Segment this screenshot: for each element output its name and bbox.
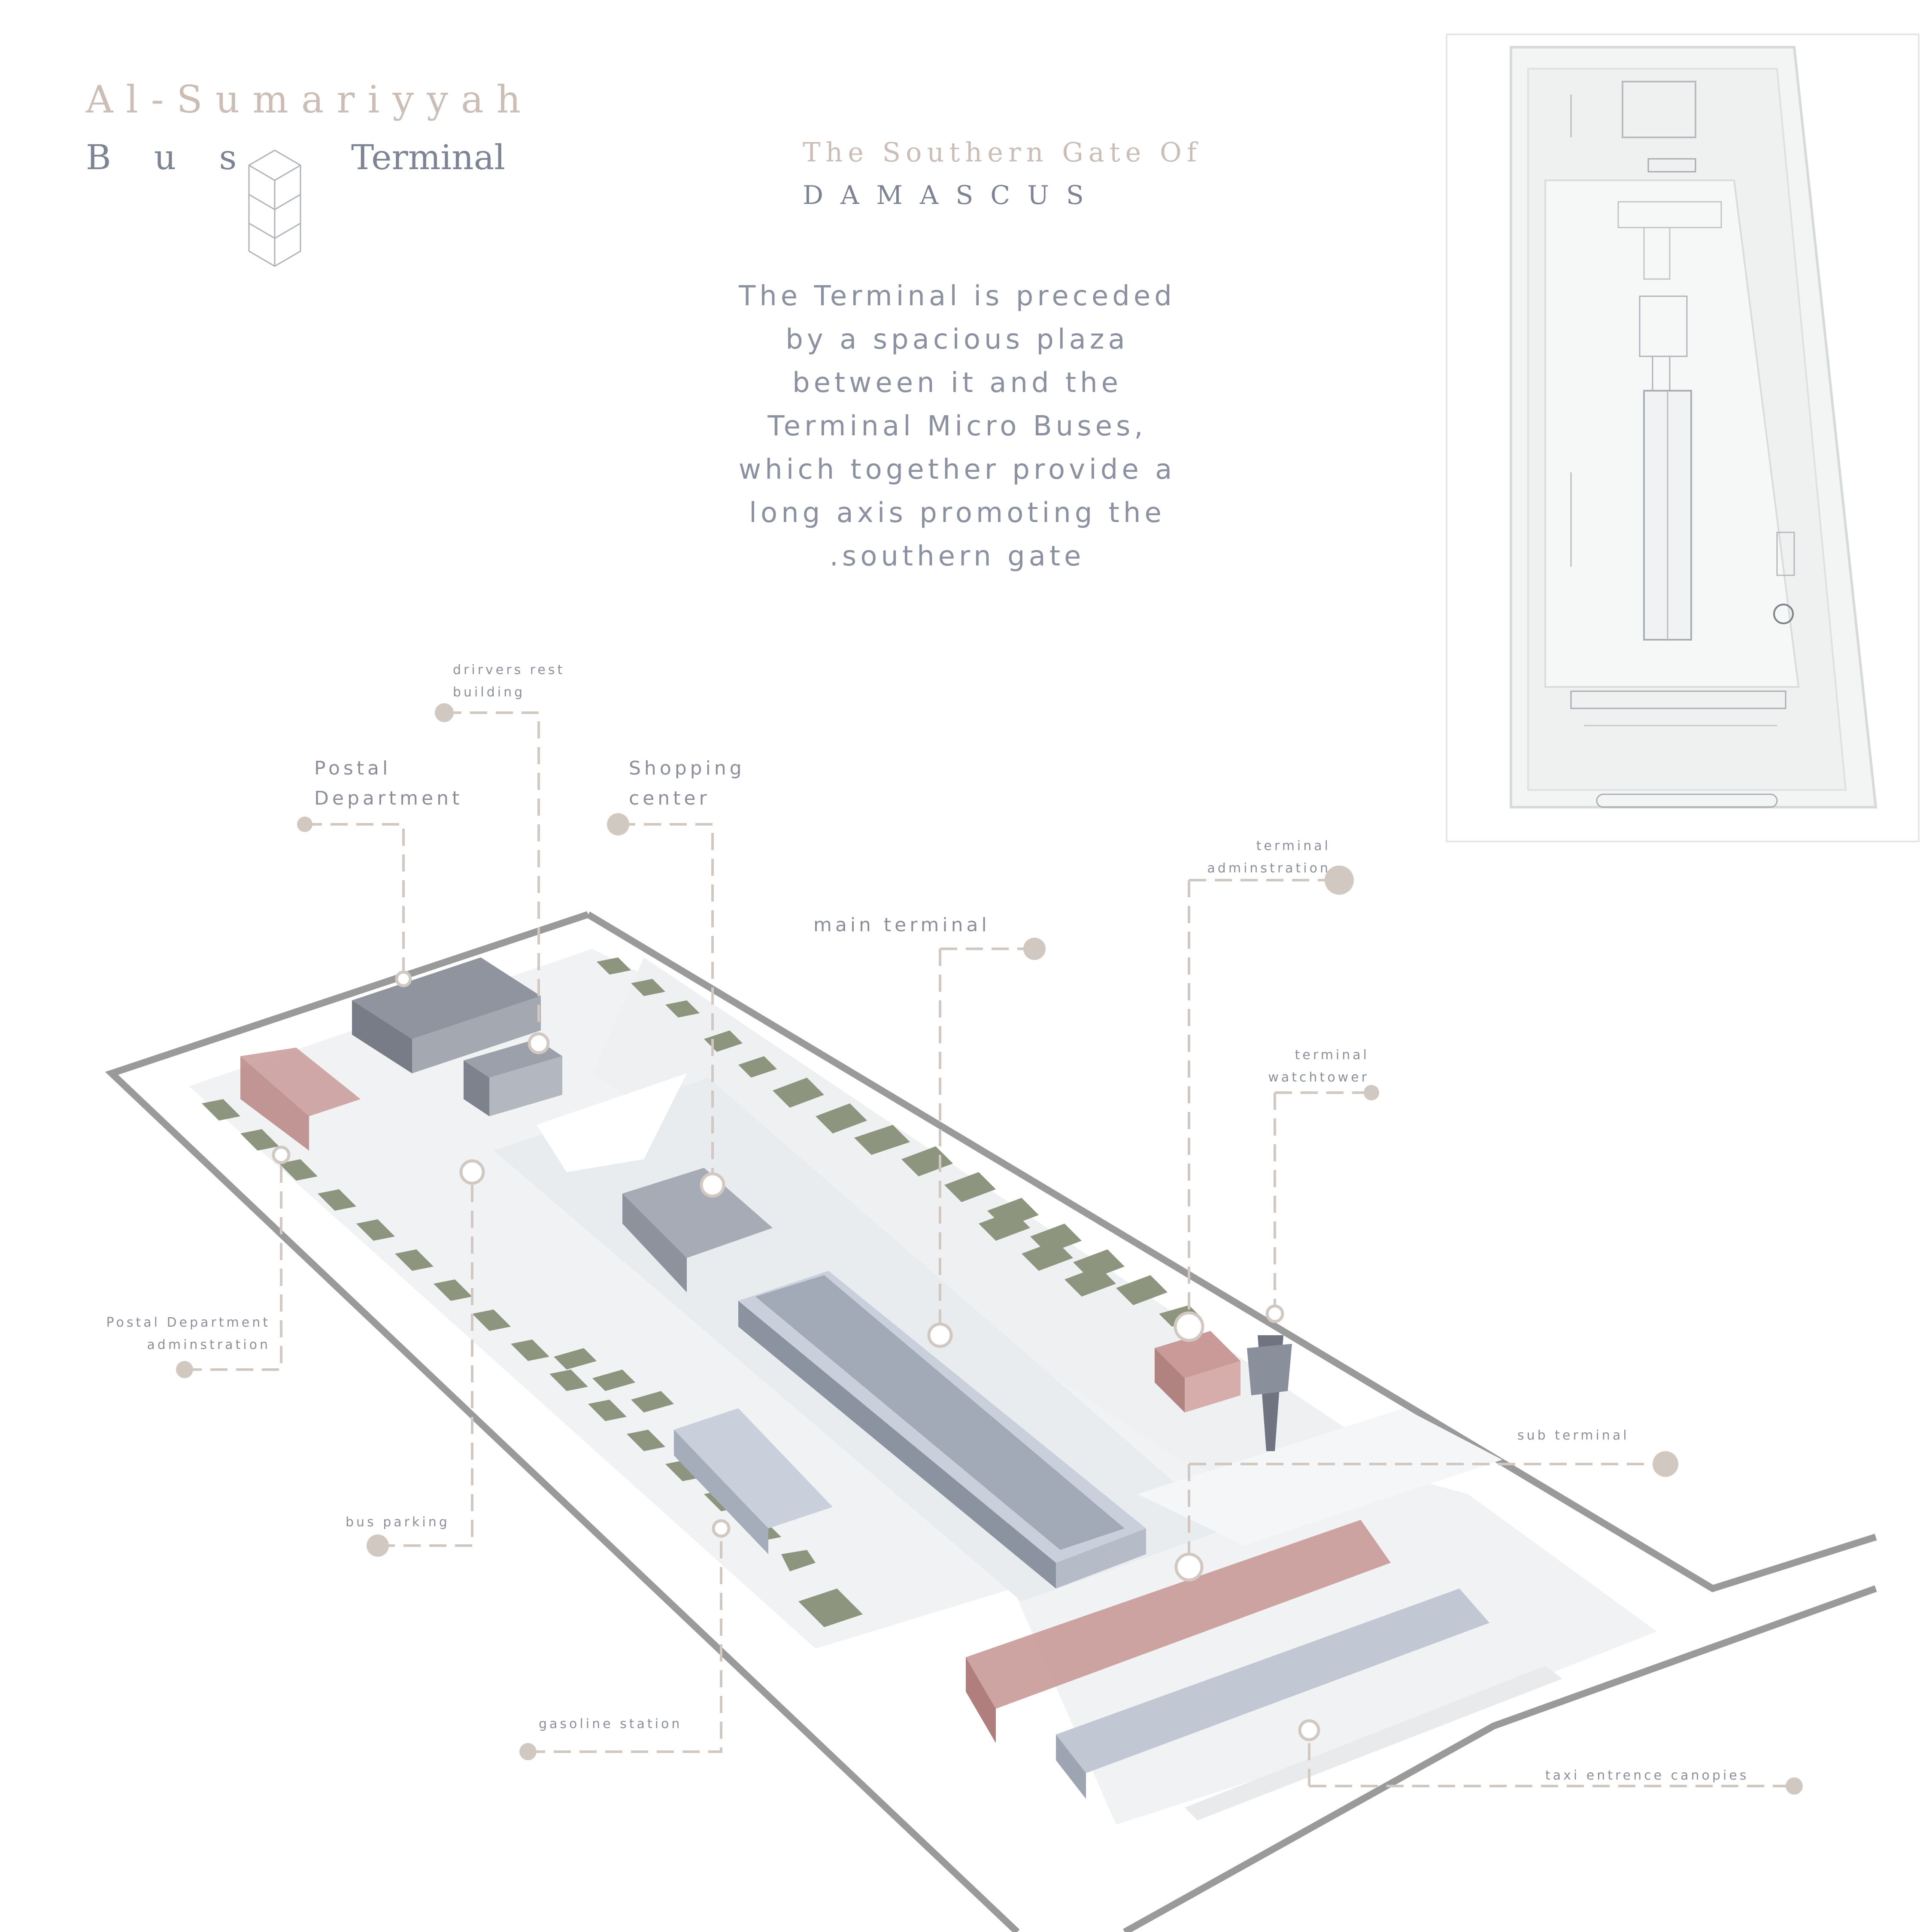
label-taxi-entrance-canopies: taxi entrence canopies — [1545, 1768, 1749, 1783]
label-line: Shopping — [629, 757, 745, 779]
shopping-center-building — [622, 1168, 773, 1292]
description-text: The Terminal is preceded by a spacious p… — [644, 275, 1271, 578]
subtitle-line-1: The Southern Gate Of — [803, 137, 1202, 168]
site-boundary — [105, 911, 1877, 1932]
label-sub-terminal: sub terminal — [1517, 1428, 1629, 1443]
label-line: Postal — [314, 757, 391, 779]
label-drivers-rest: drirvers rest building — [453, 659, 565, 704]
terminal-watchtower — [1247, 1335, 1292, 1451]
label-line: watchtower — [1268, 1070, 1369, 1085]
description-line: by a spacious plaza — [786, 324, 1129, 355]
title-bus: Bus — [86, 137, 280, 177]
main-terminal-building — [738, 1271, 1146, 1589]
label-line: terminal — [1295, 1048, 1369, 1063]
label-shopping-center: Shopping center — [629, 753, 745, 814]
terminal-administration-building — [1155, 1331, 1240, 1413]
label-postal-department: Postal Department — [314, 753, 463, 814]
description-line: .southern gate — [829, 541, 1085, 572]
label-main-terminal: main terminal — [813, 914, 990, 936]
description-line: long axis promoting the — [749, 497, 1165, 529]
label-bus-parking: bus parking — [346, 1515, 450, 1530]
label-line: terminal — [1256, 838, 1331, 854]
taxi-canopies — [1056, 1589, 1489, 1799]
drivers-rest-building — [352, 957, 541, 1073]
label-gasoline-station: gasoline station — [539, 1716, 682, 1732]
description-line: The Terminal is preceded — [739, 280, 1176, 312]
description-line: which together provide a — [738, 454, 1176, 486]
label-line: adminstration — [147, 1337, 270, 1352]
title-line-1: Al-Sumariyyah — [86, 77, 534, 122]
cube-logo — [248, 149, 301, 267]
description-line: between it and the — [792, 367, 1122, 399]
label-line: drirvers rest — [453, 662, 565, 677]
label-line: building — [453, 685, 525, 700]
subtitle-line-2: DAMASCUS — [803, 180, 1101, 210]
label-line: center — [629, 787, 710, 809]
description-line: Terminal Micro Buses, — [767, 410, 1147, 442]
label-terminal-watchtower: terminal watchtower — [1240, 1044, 1369, 1089]
label-line: Postal Department — [106, 1315, 270, 1330]
label-postal-department-administration: Postal Department adminstration — [73, 1312, 270, 1356]
label-line: adminstration — [1207, 861, 1331, 876]
sub-terminal-building — [966, 1520, 1391, 1743]
postal-admin-building — [240, 1048, 361, 1151]
parking-stalls — [202, 957, 1202, 1627]
site-plan-inset — [1446, 33, 1920, 842]
label-terminal-administration: terminal adminstration — [1178, 835, 1331, 880]
title-terminal: Terminal — [351, 137, 505, 177]
bus-parking-canopies — [674, 1408, 833, 1554]
label-line: Department — [314, 787, 463, 809]
